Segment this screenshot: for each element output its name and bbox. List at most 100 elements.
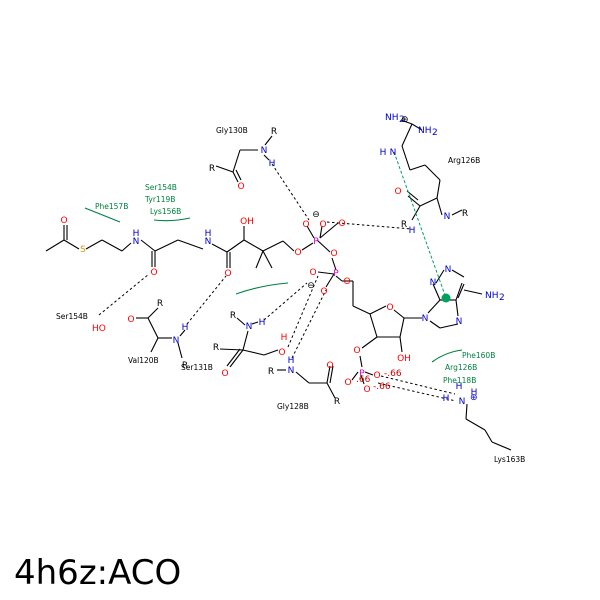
- ser131-h: H: [259, 318, 266, 328]
- ribose-ring: [351, 305, 422, 385]
- pantetheine-chain: [45, 225, 314, 269]
- arg-r: R: [401, 220, 407, 230]
- gly128-residue: [277, 365, 336, 399]
- phosphate-oxygen-2: O: [319, 220, 326, 230]
- phosphate-oxygen-1: O: [302, 220, 309, 230]
- phosphorus-2: P: [333, 269, 339, 279]
- gly128-r2: R: [334, 397, 340, 407]
- complex-caption: 4h6z:ACO: [14, 553, 181, 593]
- label-arg126-b: Arg126B: [445, 363, 477, 372]
- label-gly130: Gly130B: [216, 126, 248, 135]
- phosphate-oxygen-9: O: [363, 385, 370, 395]
- label-phe160: Phe160B: [462, 351, 495, 360]
- val120-backbone: [136, 307, 186, 359]
- ribose-hydroxyl: OH: [397, 354, 411, 364]
- ser131-residue: [219, 317, 279, 368]
- gly130-r2: R: [271, 127, 277, 137]
- label-ser154-bottom: Ser154B: [56, 312, 88, 321]
- val120-r1: R: [157, 299, 163, 309]
- phosphorus-1: P: [313, 237, 319, 247]
- gly128-n: N: [288, 366, 295, 376]
- label-arg126: Arg126B: [448, 156, 480, 165]
- cation-pi-line: [393, 151, 447, 299]
- lys163-plus: ⊕: [470, 393, 478, 403]
- ribose-oxygen: O: [386, 303, 393, 313]
- hydroxyl-group: OH: [240, 217, 254, 227]
- phosphate-oxygen-5: O: [320, 287, 327, 297]
- val120-r2: R: [182, 361, 188, 371]
- atom-labels: S O N H O N H O OH O P ⊖ O O O O P O ⊖ O…: [60, 113, 504, 407]
- label-phe157: Phe157B: [95, 202, 128, 211]
- charge-label-1: .66: [356, 375, 371, 385]
- gly128-h: H: [288, 356, 295, 366]
- acetyl-oxygen: O: [60, 216, 67, 226]
- gly130-backbone: [215, 135, 273, 183]
- phosphate-oxygen-6: O: [343, 277, 350, 287]
- adenine-amine: NH: [485, 291, 499, 301]
- gly128-r1: R: [268, 367, 274, 377]
- amide-h-2: H: [205, 229, 212, 239]
- hydrophobic-arc-phe157: [84, 207, 121, 223]
- phosphorus-3: P: [359, 369, 365, 379]
- amide-h-1: H: [133, 229, 140, 239]
- residue-labels: Gly130B Arg126B Ser154B Tyr119B Lys156B …: [56, 126, 525, 464]
- arg-backbone-h: H: [409, 226, 416, 236]
- amide-oxygen-2: O: [224, 269, 231, 279]
- charge-label-3: -.66: [373, 382, 391, 392]
- hydrophobic-arc-phe160: [431, 349, 463, 363]
- ser131-o: O: [221, 369, 228, 379]
- arg-nh2-top-sub: 2: [399, 115, 405, 125]
- ether-oxygen: O: [294, 248, 301, 258]
- label-lys156: Lys156B: [150, 207, 181, 216]
- arg-backbone-r: R: [462, 209, 468, 219]
- phosphate-oxygen-4: O: [309, 268, 316, 278]
- adenine-n1: N: [445, 265, 452, 275]
- arg-ne-nitrogen: N: [390, 148, 397, 158]
- ser131-og: O: [278, 348, 285, 358]
- adenine-n3: N: [430, 278, 437, 288]
- gly130-o: O: [237, 182, 244, 192]
- arg-plus-charge: ⊕: [401, 115, 409, 125]
- hydrogen-bonds: [98, 163, 457, 402]
- ribose-3-oxygen: O: [353, 346, 360, 356]
- charge-label-2: -.66: [384, 369, 402, 379]
- arg-backbone-n: N: [444, 212, 451, 222]
- sulfur-atom: S: [80, 245, 86, 255]
- diphosphate: [306, 222, 354, 306]
- val120-h: H: [182, 323, 189, 333]
- gly130-h: H: [269, 159, 276, 169]
- val120-n: N: [173, 336, 180, 346]
- ser131-r1: R: [213, 343, 219, 353]
- arg-nh2-right-sub: 2: [432, 128, 438, 138]
- amide-oxygen-1: O: [150, 268, 157, 278]
- arg126-sidechain: [400, 119, 463, 221]
- label-lys163: Lys163B: [494, 455, 525, 464]
- gly128-o: O: [326, 361, 333, 371]
- ser131-r2: R: [230, 311, 236, 321]
- gly130-r1: R: [209, 164, 215, 174]
- bridging-oxygen: O: [330, 249, 337, 259]
- arg-ne-h: H: [380, 148, 387, 158]
- label-gly128: Gly128B: [277, 402, 309, 411]
- adenine-n9: N: [422, 314, 429, 324]
- lys163-h-top: H: [456, 382, 463, 392]
- label-ser154-top: Ser154B: [145, 183, 177, 192]
- hydrophobic-arc-lys156: [153, 217, 191, 222]
- negative-charge-2: ⊖: [307, 281, 315, 291]
- label-phe118: Phe118B: [443, 376, 476, 385]
- lys163-h-left: H: [443, 394, 450, 404]
- lys163-nz: N: [459, 397, 466, 407]
- arg-nh2-right: NH: [418, 126, 432, 136]
- label-ser131: Ser131B: [181, 363, 213, 372]
- lys163-sidechain: [465, 403, 512, 451]
- phosphate-oxygen-3: O: [338, 219, 345, 229]
- arg-nh2-top: NH: [385, 113, 399, 123]
- hydrophobic-arc-center: [235, 282, 289, 295]
- label-tyr119: Tyr119B: [144, 195, 175, 204]
- gly130-n: N: [261, 146, 268, 156]
- aromatic-ring-centroid: [441, 293, 451, 303]
- ser131-hg: H: [281, 333, 288, 343]
- phosphate-oxygen-7: O: [344, 378, 351, 388]
